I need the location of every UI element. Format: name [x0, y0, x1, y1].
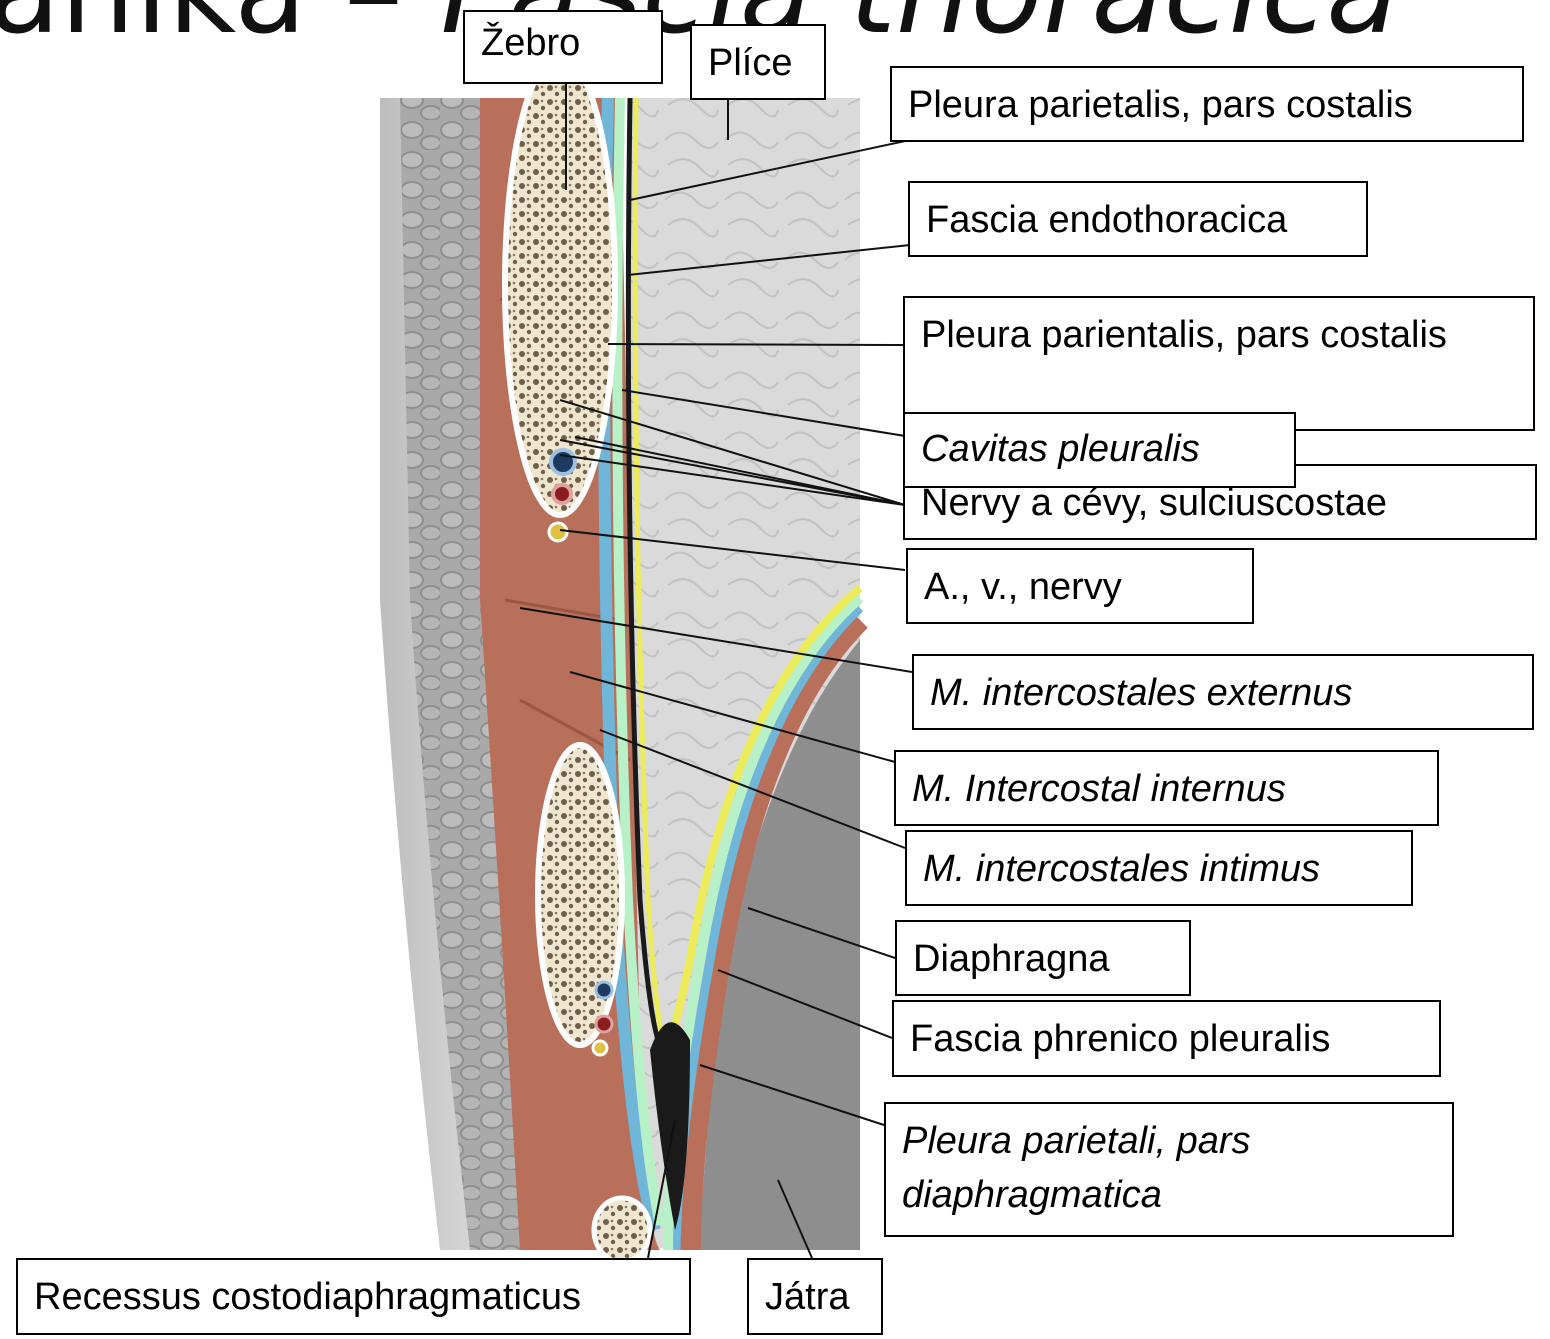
label-a-v-nervy: A., v., nervy [906, 548, 1254, 624]
label-m-intercostales-intimus: M. intercostales intimus [905, 830, 1413, 906]
label-pleura-diaphragmatica: Pleura parietali, pars diaphragmatica [884, 1102, 1454, 1237]
label-fascia-phrenico-pleuralis: Fascia phrenico pleuralis [892, 1000, 1441, 1077]
label-jatra: Játra [747, 1258, 883, 1335]
rib-upper [505, 55, 615, 515]
label-pleura-costalis: Pleura parietalis, pars costalis [890, 66, 1524, 142]
label-plice: Plíce [690, 24, 826, 100]
label-pleura-parientalis: Pleura parientalis, pars costalis [903, 296, 1535, 431]
label-cavitas-pleuralis: Cavitas pleuralis [903, 412, 1296, 488]
label-m-intercostal-internus: M. Intercostal internus [894, 750, 1439, 826]
label-zebro: Žebro [463, 10, 663, 84]
label-fascia-endothoracica: Fascia endothoracica [908, 181, 1368, 257]
label-diaphragna: Diaphragna [895, 920, 1191, 996]
rib-lower [538, 745, 622, 1045]
label-recessus: Recessus costodiaphragmaticus [16, 1258, 691, 1335]
label-m-intercostales-externus: M. intercostales externus [912, 654, 1534, 730]
rib-bottom [594, 1198, 650, 1262]
